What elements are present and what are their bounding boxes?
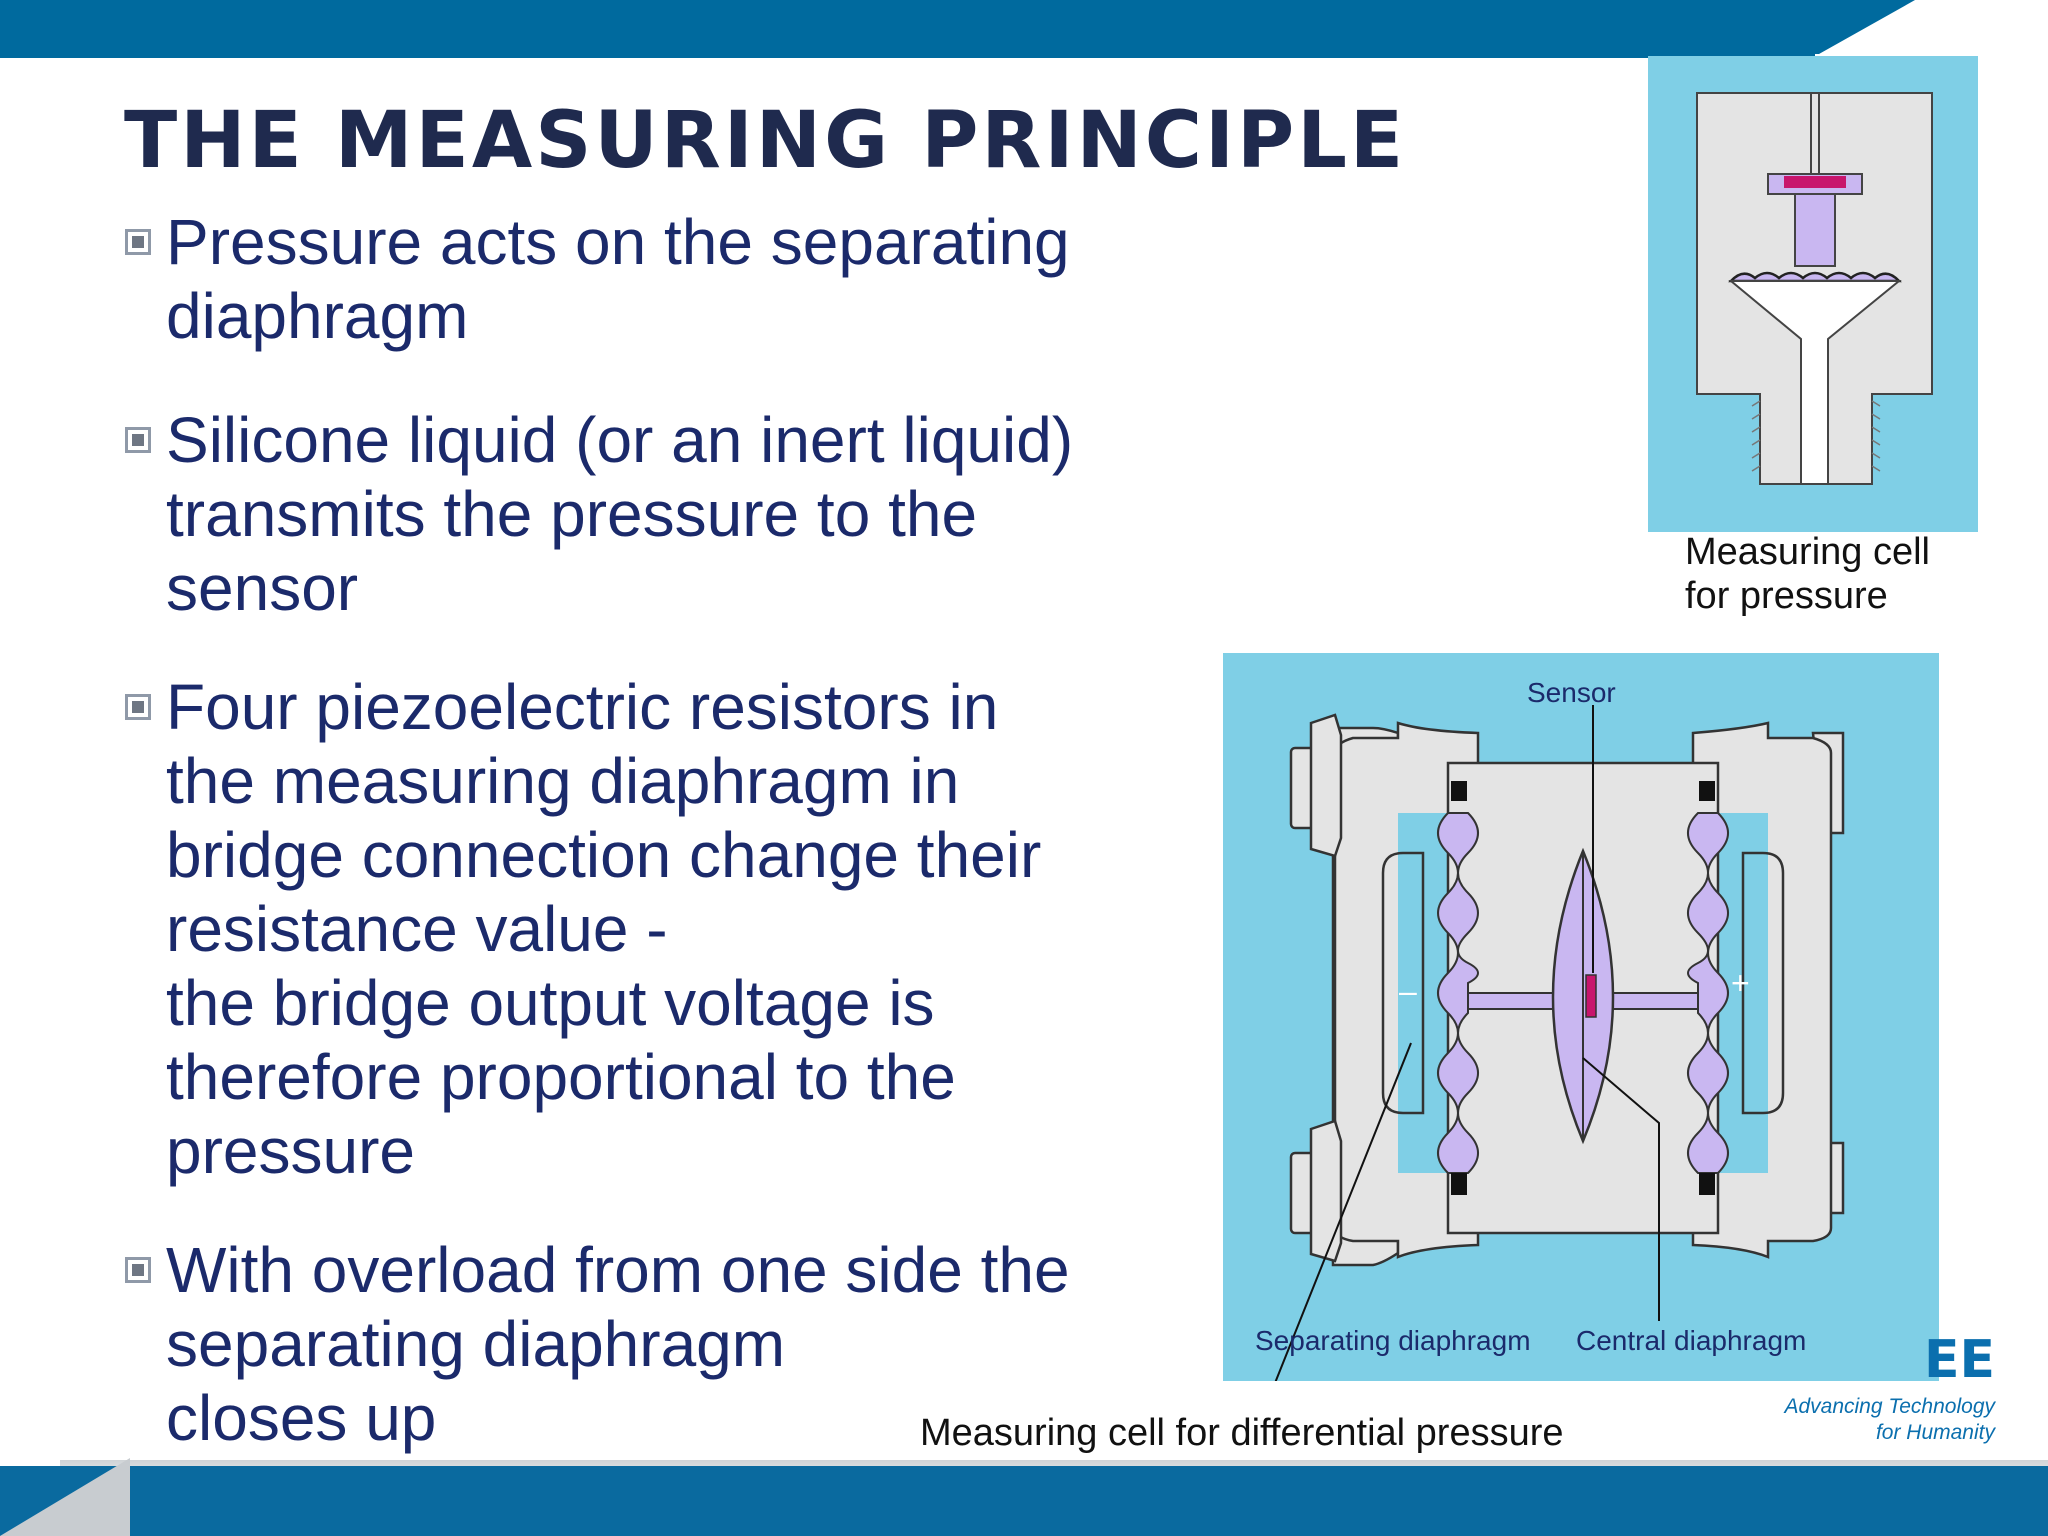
logo-mark: EE <box>1923 1330 1995 1390</box>
sensor-chip <box>1784 176 1846 188</box>
separating-diaphragm-label: Separating diaphragm <box>1255 1325 1531 1356</box>
bullet-text: Silicone liquid (or an inert liquid) tra… <box>166 404 1074 624</box>
bullet-text: With overload from one side the separati… <box>166 1234 1070 1454</box>
plus-sign-label: + <box>1731 965 1750 1001</box>
slide-title: THE MEASURING PRINCIPLE <box>124 96 1407 186</box>
central-diaphragm-label: Central diaphragm <box>1576 1325 1807 1356</box>
top-header-band <box>0 0 1815 58</box>
bullet-square-icon <box>125 1257 151 1283</box>
pressure-cell-diagram <box>1696 92 1933 485</box>
bullet-square-icon <box>125 427 151 453</box>
differential-cell-diagram <box>1252 705 1845 1439</box>
top-header-band-step <box>1795 0 1915 54</box>
minus-sign-label: – <box>1399 973 1417 1009</box>
bullet-text: Four piezoelectric resistors in the meas… <box>166 671 1042 1187</box>
bullet-square-icon <box>125 694 151 720</box>
ieee-logo: EE Advancing Technology for Humanity <box>1780 1330 2010 1450</box>
differential-cell-caption: Measuring cell for differential pressure <box>920 1412 1564 1454</box>
pressure-cell-caption: Measuring cell for pressure <box>1685 531 1930 617</box>
footer-band <box>0 1466 2048 1536</box>
sensor-chip <box>1585 974 1597 1018</box>
differential-cell-figure: Sensor Separating diaphragm Central diap… <box>1223 653 1939 1439</box>
bullet-square-icon <box>125 229 151 255</box>
bullet-text: Pressure acts on the separating diaphrag… <box>166 206 1070 352</box>
logo-tagline: Advancing Technology for Humanity <box>1784 1395 1995 1444</box>
pressure-cell-figure <box>1648 56 1978 532</box>
sensor-label: Sensor <box>1527 677 1616 708</box>
